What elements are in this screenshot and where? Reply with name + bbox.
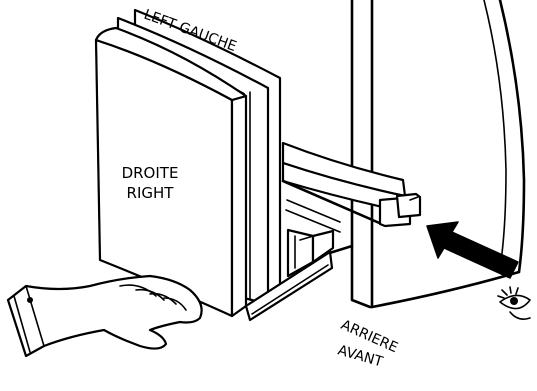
hand-icon <box>8 276 202 356</box>
label-droite: DROITE <box>122 164 179 182</box>
eye-icon <box>498 287 530 319</box>
label-right: RIGHT <box>127 184 175 202</box>
